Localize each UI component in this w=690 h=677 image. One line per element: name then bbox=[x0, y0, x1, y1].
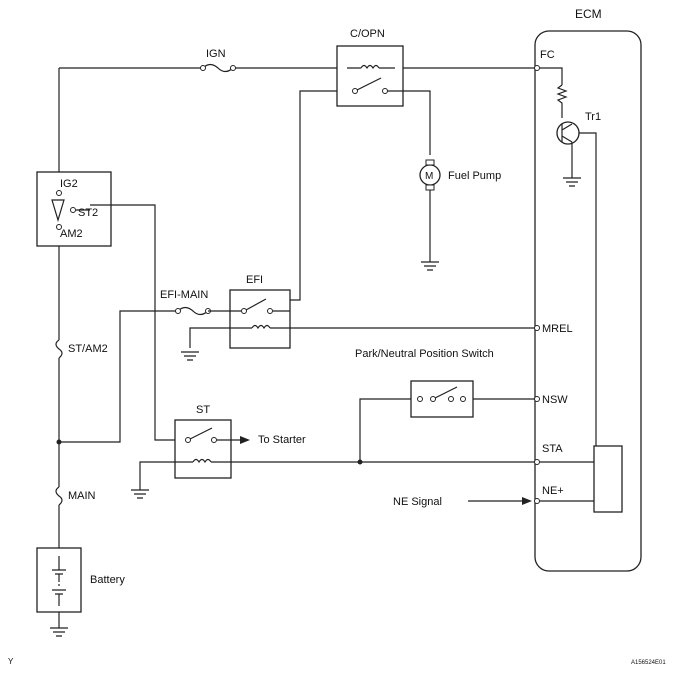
ecm-label: ECM bbox=[575, 7, 602, 21]
ground-fuel-pump bbox=[421, 261, 439, 271]
relay-c-opn bbox=[336, 45, 404, 107]
c-opn-coil bbox=[347, 64, 395, 70]
tr1-label: Tr1 bbox=[585, 111, 601, 123]
ecm-box bbox=[534, 30, 642, 572]
fuse-efi-main bbox=[177, 306, 209, 316]
ne-plus-label: NE+ bbox=[542, 485, 564, 497]
ground-tr1 bbox=[563, 177, 581, 187]
corner-left-label: Y bbox=[8, 657, 14, 666]
st-switch bbox=[189, 427, 240, 441]
sta-label: STA bbox=[542, 443, 563, 455]
c-opn-switch bbox=[356, 77, 382, 91]
ecm-logic-block bbox=[593, 445, 623, 513]
resistor-fc bbox=[556, 84, 568, 118]
fuel-pump-label: Fuel Pump bbox=[448, 170, 501, 182]
relay-st bbox=[174, 419, 232, 479]
ignition-contact bbox=[51, 199, 65, 223]
efi-label: EFI bbox=[246, 274, 263, 286]
nsw-label: NSW bbox=[542, 394, 568, 406]
mrel-label: MREL bbox=[542, 323, 573, 335]
ig2-label: IG2 bbox=[60, 178, 78, 190]
ne-signal-label: NE Signal bbox=[393, 496, 442, 508]
motor-label: M bbox=[425, 171, 433, 182]
battery-cells bbox=[52, 556, 66, 606]
am2-label: AM2 bbox=[60, 228, 83, 240]
corner-right-label: A156524E01 bbox=[631, 660, 666, 666]
park-neutral-label: Park/Neutral Position Switch bbox=[355, 348, 494, 360]
to-starter-arrow bbox=[240, 436, 250, 444]
st-coil bbox=[192, 458, 212, 464]
fc-label: FC bbox=[540, 49, 555, 61]
battery-label: Battery bbox=[90, 574, 125, 586]
efi-coil bbox=[251, 324, 271, 330]
to-starter-label: To Starter bbox=[258, 434, 306, 446]
efi-main-label: EFI-MAIN bbox=[160, 289, 208, 301]
main-label: MAIN bbox=[68, 490, 96, 502]
efi-switch bbox=[230, 298, 290, 312]
transistor-tr1 bbox=[556, 121, 580, 145]
st2-label: ST2 bbox=[78, 207, 98, 219]
ign-label: IGN bbox=[206, 48, 226, 60]
ground-battery bbox=[50, 627, 68, 637]
fuse-ign bbox=[202, 63, 234, 73]
fuse-main bbox=[55, 486, 63, 506]
c-opn-label: C/OPN bbox=[350, 28, 385, 40]
fuse-st-am2 bbox=[55, 339, 63, 359]
st-label: ST bbox=[196, 404, 210, 416]
ground-st bbox=[131, 489, 149, 499]
st-am2-label: ST/AM2 bbox=[68, 343, 108, 355]
ground-efi bbox=[181, 351, 199, 361]
ne-signal-arrow bbox=[522, 497, 532, 505]
relay-efi bbox=[229, 289, 291, 349]
